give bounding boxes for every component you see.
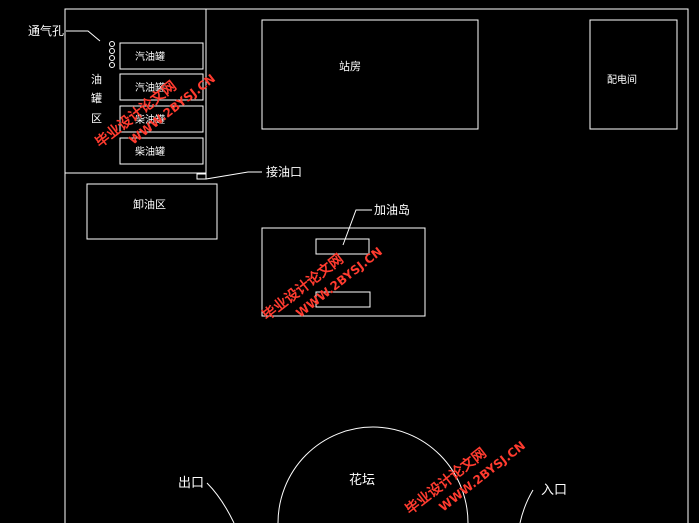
vent-pipes <box>109 41 115 68</box>
power-room <box>589 19 678 130</box>
oil-inlet-leader <box>205 171 262 180</box>
tank-1 <box>119 42 204 70</box>
tank-4 <box>119 137 204 165</box>
flower-bed <box>277 426 469 523</box>
oil-inlet-label: 接油口 <box>266 164 302 179</box>
station-house-label: 站房 <box>339 59 361 73</box>
flower-bed-label: 花坛 <box>349 472 375 488</box>
unloading-area <box>86 183 218 240</box>
fuel-island-top <box>315 238 370 255</box>
watermark-3: 毕业设计论文网 WWW.2BYSJ.CN <box>402 438 528 518</box>
tank-3 <box>119 105 204 133</box>
fuel-island-canopy <box>261 227 426 317</box>
exit-curve <box>206 482 235 523</box>
exit-label: 出口 <box>178 476 204 491</box>
watermark-2: 毕业设计论文网 WWW.2BYSJ.CN <box>259 244 385 324</box>
vent-label: 通气孔 <box>28 23 64 38</box>
fuel-island-label: 加油岛 <box>374 202 410 217</box>
tank-area-label-1: 油 <box>91 72 102 86</box>
power-room-label: 配电间 <box>607 73 637 86</box>
oil-inlet-marker <box>196 173 207 180</box>
vent-leader <box>66 30 101 42</box>
tank-2-label: 汽油罐 <box>135 81 165 94</box>
tank-area-label-3: 区 <box>91 112 102 125</box>
tank-area-boundary <box>65 9 207 174</box>
station-house <box>261 19 479 130</box>
tank-3-label: 柴油罐 <box>135 113 165 126</box>
tank-1-label: 汽油罐 <box>135 50 165 63</box>
entrance-curve <box>519 489 534 523</box>
tank-area-label-2: 罐 <box>91 92 102 105</box>
site-boundary <box>64 8 689 523</box>
entrance-label: 入口 <box>541 483 567 498</box>
fuel-island-leader <box>342 209 372 246</box>
fuel-island-bottom <box>315 291 371 308</box>
unloading-area-label: 卸油区 <box>133 197 166 211</box>
tank-2 <box>119 73 204 101</box>
tank-4-label: 柴油罐 <box>135 145 165 158</box>
